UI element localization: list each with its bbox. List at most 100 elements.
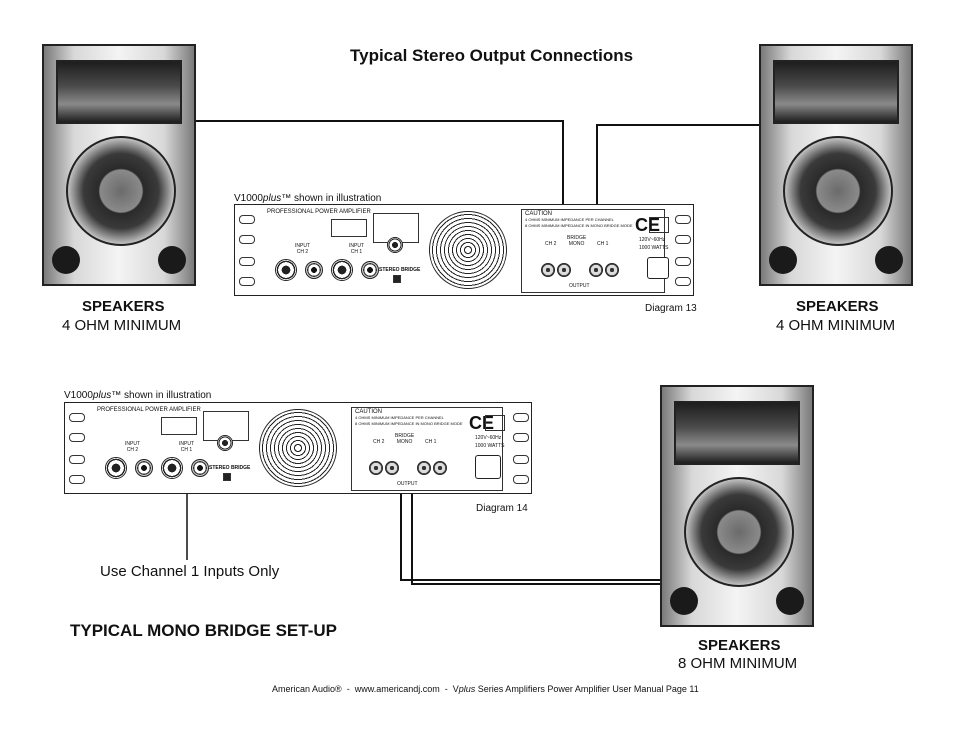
ch1-label: CH 1 <box>597 241 609 247</box>
bass-port <box>52 246 80 274</box>
mono-speaker <box>660 385 814 627</box>
rack-ear <box>239 235 255 244</box>
binding-post <box>369 461 383 475</box>
ce-mark: CE <box>469 413 495 433</box>
stereo-diagram-label: Diagram 13 <box>645 303 697 314</box>
bass-port <box>776 587 804 615</box>
mono-diagram-label: Diagram 14 <box>476 503 528 514</box>
jack-input-ch2 <box>305 261 323 279</box>
ch2-label: CH 2 <box>373 439 385 445</box>
wire-mono-1 <box>400 470 660 581</box>
rack-ear <box>513 475 529 484</box>
serial-plate <box>331 219 367 237</box>
caution-line2: 8 OHMS MINIMUM IMPEDANCE IN MONO BRIDGE … <box>525 223 633 228</box>
jack-input-ch1 <box>191 459 209 477</box>
wire-mono-2 <box>411 470 660 585</box>
woofer-cone <box>66 136 176 246</box>
horn-tweeter <box>773 60 899 124</box>
voltage-label: 120V~60Hz <box>639 237 666 243</box>
input-ch1-label: INPUT CH 1 <box>179 441 194 453</box>
rack-ear <box>69 433 85 442</box>
watts-label: 1000 WATTS <box>639 245 669 251</box>
bass-port <box>875 246 903 274</box>
mono-speaker-title: SPEAKERS <box>698 637 781 654</box>
voltage-selector <box>485 415 505 431</box>
bridge-mono-label: BRIDGE MONO <box>567 235 587 247</box>
rack-ear <box>239 277 255 286</box>
jack-input-ch2 <box>135 459 153 477</box>
brand-line: PROFESSIONAL POWER AMPLIFIER <box>97 407 201 413</box>
binding-post <box>433 461 447 475</box>
binding-post <box>589 263 603 277</box>
footer: American Audio® - www.americandj.com - V… <box>272 684 699 694</box>
rack-ear <box>239 215 255 224</box>
rack-ear <box>675 235 691 244</box>
output-section <box>351 407 503 491</box>
ce-mark: CE <box>635 215 661 235</box>
mono-illustration-note: V1000plus™ shown in illustration <box>64 390 212 401</box>
amplifier-rear-panel: PROFESSIONAL POWER AMPLIFIER INPUT CH 2 … <box>234 204 694 296</box>
stereo-title: Typical Stereo Output Connections <box>350 46 634 65</box>
woofer-cone <box>783 136 893 246</box>
rack-ear <box>69 455 85 464</box>
xlr-input-ch2 <box>275 259 297 281</box>
rack-ear <box>513 433 529 442</box>
serial-plate <box>161 417 197 435</box>
voltage-label: 120V~60Hz <box>475 435 502 441</box>
right-speaker-subtitle: 4 OHM MINIMUM <box>776 317 896 334</box>
output-label: OUTPUT <box>569 283 590 289</box>
output-section <box>521 209 665 293</box>
ch2-label: CH 2 <box>545 241 557 247</box>
channel-note: Use Channel 1 Inputs Only <box>100 563 280 580</box>
caution-line1: 4 OHMS MINIMUM IMPEDANCE PER CHANNEL <box>525 217 614 222</box>
watts-label: 1000 WATTS <box>475 443 505 449</box>
woofer-cone <box>684 477 794 587</box>
voltage-selector <box>649 217 669 233</box>
brand-line: PROFESSIONAL POWER AMPLIFIER <box>267 209 371 215</box>
bass-port <box>769 246 797 274</box>
binding-post <box>385 461 399 475</box>
amplifier-rear-panel-mono: PROFESSIONAL POWER AMPLIFIER INPUT CH 2 … <box>64 402 532 494</box>
cooling-fan-grille <box>429 211 507 289</box>
rack-ear <box>675 257 691 266</box>
xlr-input-ch1 <box>331 259 353 281</box>
rack-ear <box>675 277 691 286</box>
input-ch1-label: INPUT CH 1 <box>349 243 364 255</box>
left-speaker-subtitle: 4 OHM MINIMUM <box>62 317 182 334</box>
bass-port <box>670 587 698 615</box>
binding-post <box>605 263 619 277</box>
mono-title: TYPICAL MONO BRIDGE SET-UP <box>70 621 337 640</box>
rack-ear <box>513 455 529 464</box>
xlr-link-output <box>387 237 403 253</box>
caution-line2: 8 OHMS MINIMUM IMPEDANCE IN MONO BRIDGE … <box>355 421 463 426</box>
caution-line1: 4 OHMS MINIMUM IMPEDANCE PER CHANNEL <box>355 415 444 420</box>
cooling-fan-grille <box>259 409 337 487</box>
jack-input-ch1 <box>361 261 379 279</box>
left-speaker <box>42 44 196 286</box>
binding-post <box>541 263 555 277</box>
rack-ear <box>675 215 691 224</box>
horn-tweeter <box>674 401 800 465</box>
stereo-bridge-label: STEREO BRIDGE <box>209 465 251 471</box>
rack-ear <box>69 475 85 484</box>
rack-ear <box>69 413 85 422</box>
input-ch2-label: INPUT CH 2 <box>125 441 140 453</box>
iec-power-inlet <box>475 455 501 479</box>
rack-ear <box>513 413 529 422</box>
ch1-label: CH 1 <box>425 439 437 445</box>
right-speaker <box>759 44 913 286</box>
bass-port <box>158 246 186 274</box>
mono-speaker-subtitle: 8 OHM MINIMUM <box>678 655 798 672</box>
binding-post <box>417 461 431 475</box>
iec-power-inlet <box>647 257 669 279</box>
xlr-input-ch2 <box>105 457 127 479</box>
stereo-bridge-switch <box>393 275 401 283</box>
stereo-bridge-switch <box>223 473 231 481</box>
caution-label: CAUTION <box>355 409 382 415</box>
xlr-link-output <box>217 435 233 451</box>
caution-label: CAUTION <box>525 211 552 217</box>
horn-tweeter <box>56 60 182 124</box>
stereo-illustration-note: V1000plus™ shown in illustration <box>234 193 382 204</box>
binding-post <box>557 263 571 277</box>
left-speaker-title: SPEAKERS <box>82 298 165 315</box>
